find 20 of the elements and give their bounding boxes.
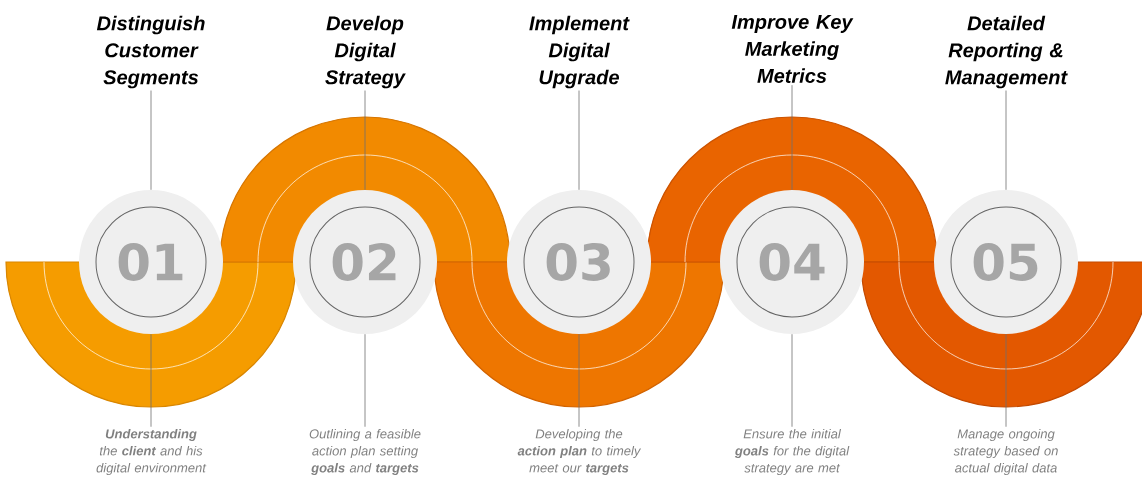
connector-line — [791, 333, 793, 428]
step-description: Understanding the client and his digital environment — [96, 428, 207, 476]
step-title: Distinguish Customer Segments — [96, 15, 205, 89]
step-description: Developing the action plan to timely meet our targets — [517, 428, 642, 476]
connector-line — [791, 84, 793, 191]
connector-line — [1005, 333, 1007, 428]
connector-line — [364, 333, 366, 428]
step-title: Develop Digital Strategy — [325, 15, 406, 89]
connector-line — [578, 333, 580, 428]
step-description: Ensure the initial goals for the digital strategy are met — [734, 428, 850, 476]
step-title: Implement Digital Upgrade — [529, 15, 630, 89]
step-description: Manage ongoing strategy based on actual digital data — [953, 428, 1058, 476]
connector-line — [150, 333, 152, 428]
connector-line — [1005, 90, 1007, 191]
connector-line — [150, 90, 152, 191]
connector-line — [364, 90, 366, 191]
step-description: Outlining a feasible action plan setting goals and targets — [309, 428, 421, 476]
step-title: Detailed Reporting & Management — [945, 15, 1068, 89]
step-title: Improve Key Marketing Metrics — [731, 15, 854, 83]
connector-line — [578, 90, 580, 191]
